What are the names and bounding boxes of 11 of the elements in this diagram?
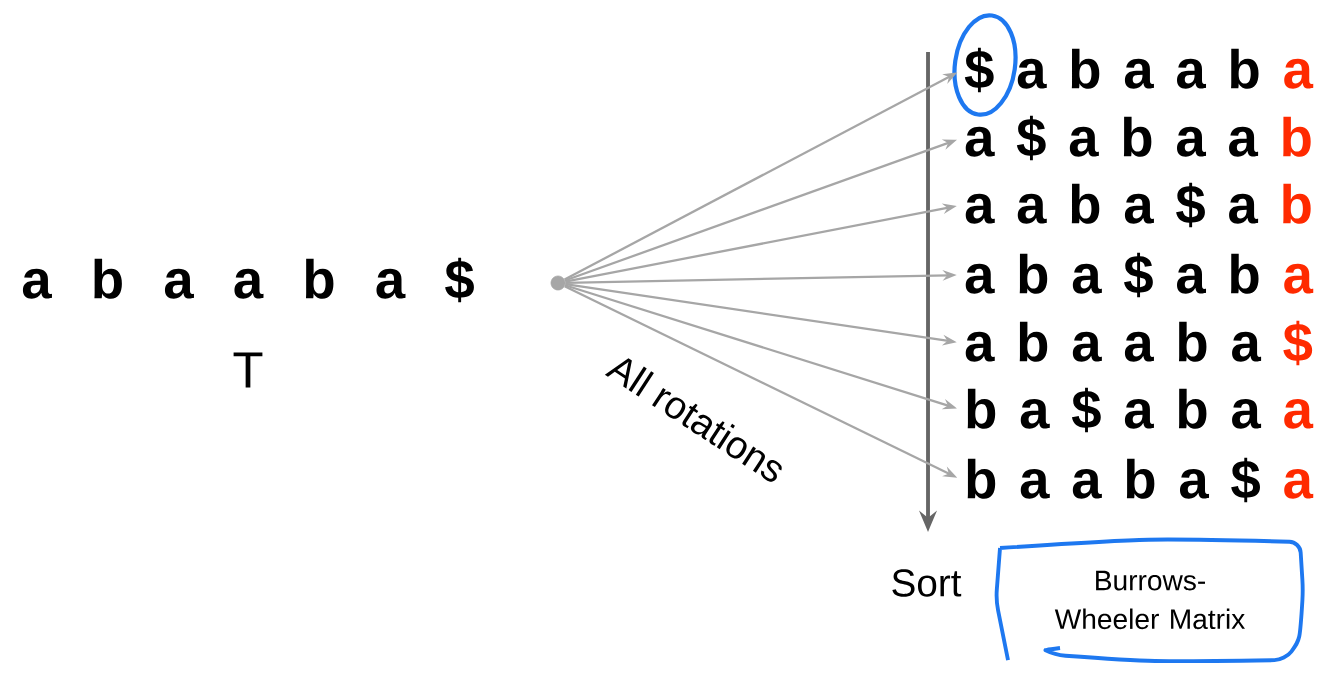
matrix-row: $ a b a a b a [964, 47, 1314, 93]
matrix-row: a $ a b a a b [965, 115, 1311, 161]
matrix-row: a b a a b a $ [965, 320, 1313, 366]
text-string: a b a a b a $ [22, 257, 474, 303]
matrix-row: a a b a $ a b [965, 182, 1311, 228]
matrix-callout: Burrows-Wheeler Matrix [994, 537, 1305, 664]
junction-dot [550, 275, 566, 291]
string-name: T [233, 352, 263, 388]
matrix-row: b a $ a b a a [967, 387, 1314, 433]
matrix-row: a b a $ a b a [965, 252, 1314, 298]
matrix-row: b a a b a $ a [967, 457, 1314, 503]
